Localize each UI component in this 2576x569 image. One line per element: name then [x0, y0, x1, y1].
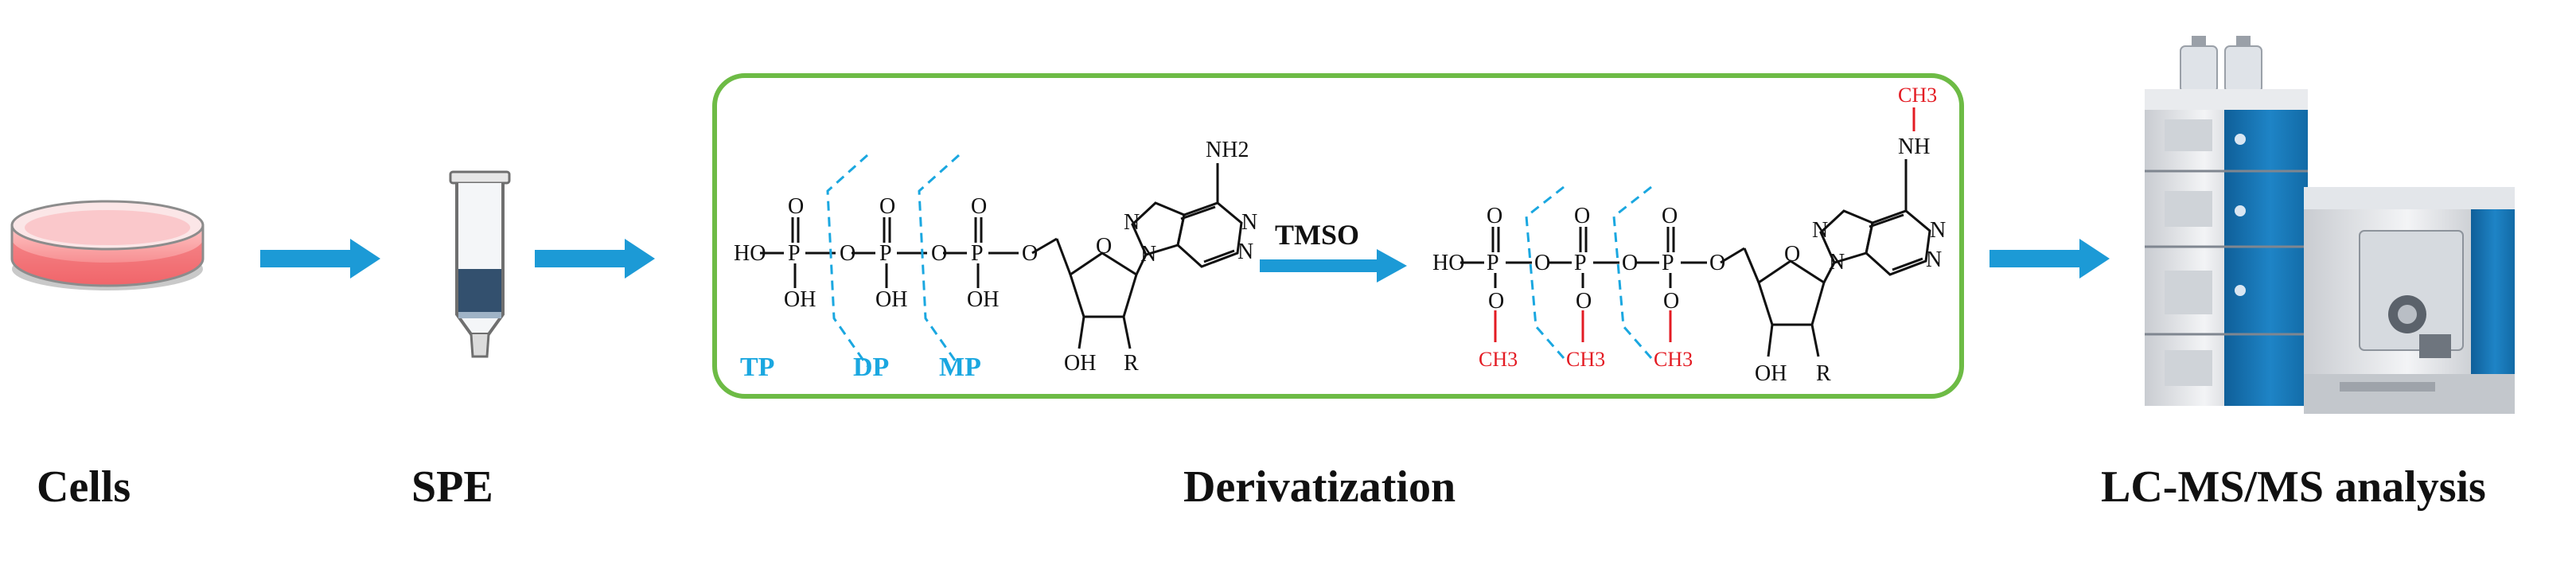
reactant-po-1: O [788, 194, 804, 219]
product-po-3: O [1662, 204, 1678, 228]
arrow-spe-to-derivatization [535, 239, 655, 279]
lc-ms-instrument-icon [2145, 36, 2515, 414]
product-terminal-ho: HO [1432, 251, 1464, 275]
svg-text:P: P [879, 241, 892, 266]
reactant-n9: N [1140, 242, 1156, 267]
product-n1: N [1930, 218, 1946, 243]
reactant-oh-2: OH [875, 287, 907, 312]
reactant-amine: NH2 [1206, 138, 1249, 162]
reactant-n1: N [1241, 210, 1257, 235]
product-n7: N [1812, 218, 1828, 243]
cleavage-label-mp: MP [939, 353, 981, 382]
cleavage-label-tp: TP [740, 353, 774, 382]
derivatization-box [712, 73, 1964, 399]
svg-text:P: P [788, 241, 801, 266]
step-label-spe: SPE [411, 462, 493, 512]
reactant-po-3: O [971, 194, 987, 219]
product-labels: HO P O P O P O O O O O O O O N N N N NH … [1432, 134, 1946, 386]
product-methyl-labels: CH3 CH3 CH3 CH3 [1479, 84, 1937, 371]
reactant-structure [760, 163, 1243, 349]
product-po-1: O [1487, 204, 1502, 228]
product-bridge-o-2: O [1622, 251, 1638, 275]
svg-text:P: P [971, 241, 984, 266]
reactant-labels: HO P O P O P O O O O OH OH OH O N N N N … [734, 138, 1257, 376]
reactant-sugar-oh: OH [1064, 351, 1096, 376]
cleavage-label-dp: DP [853, 353, 889, 382]
reactant-terminal-ho: HO [734, 241, 766, 266]
product-methyl-1: CH3 [1479, 348, 1518, 371]
product-methyl-2: CH3 [1566, 348, 1605, 371]
step-label-cells: Cells [37, 462, 131, 512]
product-bridge-o-1: O [1534, 251, 1550, 275]
product-sugar-oh: OH [1755, 361, 1787, 386]
step-label-lc-ms-ms: LC-MS/MS analysis [2101, 462, 2486, 512]
product-structure [1460, 159, 1931, 357]
arrow-derivatization-to-lcms [1989, 239, 2110, 279]
product-ester-o-1: O [1488, 289, 1504, 314]
svg-text:P: P [1662, 251, 1674, 275]
reaction-arrow [1260, 249, 1407, 283]
product-n-methyl: CH3 [1898, 84, 1937, 107]
product-methyl-bonds [1494, 107, 1915, 342]
step-label-derivatization: Derivatization [1183, 462, 1456, 512]
product-po-2: O [1574, 204, 1590, 228]
arrow-cells-to-spe [260, 239, 380, 279]
reactant-bridge-o-1: O [840, 241, 855, 266]
cleavage-lines-reactant [826, 154, 961, 367]
reactant-bridge-o-3: O [1022, 241, 1038, 266]
spe-cartridge-icon [449, 170, 511, 358]
cleavage-labels: TP DP MP [740, 353, 981, 382]
cleavage-lines-product [1525, 185, 1653, 359]
product-ester-o-3: O [1663, 289, 1679, 314]
svg-text:P: P [1487, 251, 1499, 275]
reactant-oh-3: OH [967, 287, 999, 312]
reactant-oh-1: OH [784, 287, 816, 312]
reactant-po-2: O [879, 194, 895, 219]
product-methyl-3: CH3 [1654, 348, 1693, 371]
product-n9: N [1829, 250, 1845, 275]
reactant-ring-o: O [1096, 234, 1112, 259]
reactant-sugar-r: R [1124, 351, 1139, 376]
reactant-bridge-o-2: O [931, 241, 947, 266]
product-ring-o: O [1784, 242, 1800, 267]
product-ester-o-2: O [1576, 289, 1592, 314]
reactant-n7: N [1124, 210, 1140, 235]
reactant-n3: N [1237, 240, 1253, 264]
product-bridge-o-3: O [1709, 251, 1725, 275]
product-sugar-r: R [1816, 361, 1831, 386]
svg-text:P: P [1574, 251, 1587, 275]
product-amine-nh: NH [1898, 134, 1930, 159]
petri-dish-icon [10, 200, 205, 290]
product-n3: N [1926, 247, 1942, 272]
reagent-label: TMSO [1275, 219, 1359, 251]
